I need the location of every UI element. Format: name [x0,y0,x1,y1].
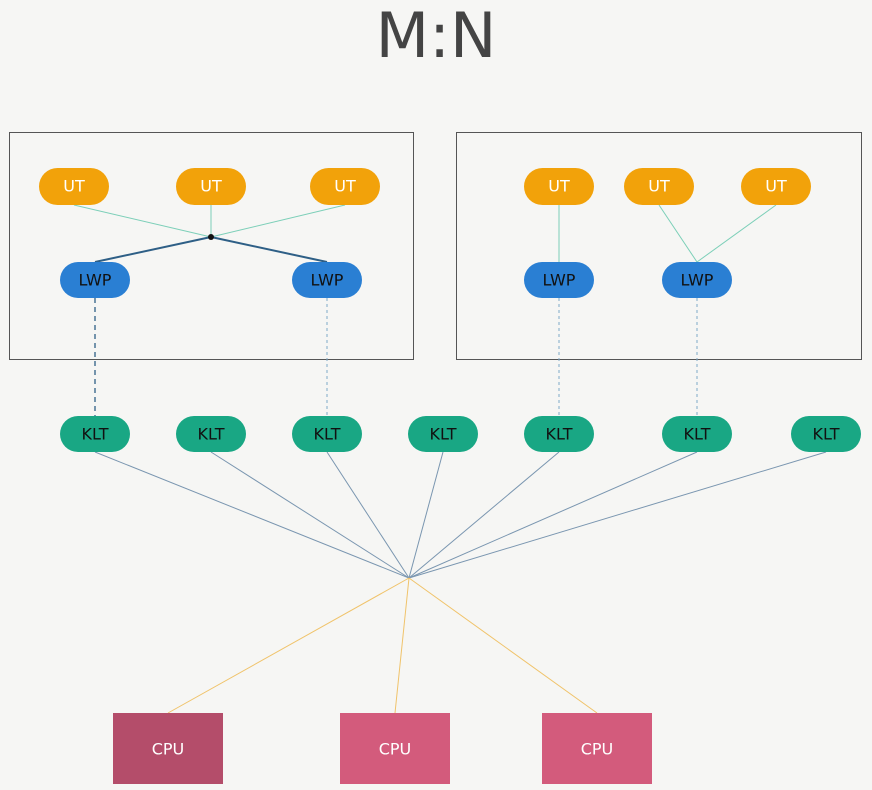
cpu-node: CPU [113,713,223,784]
cpu-label: CPU [152,740,185,759]
lwp-node: LWP [662,262,732,298]
lwp-label: LWP [311,271,344,290]
klt-node: KLT [292,416,362,452]
edge-klt3-hub [326,451,410,579]
klt-node: KLT [408,416,478,452]
edge-klt7-hub [408,451,827,579]
ut-label: UT [648,177,670,196]
cpu-label: CPU [581,740,614,759]
cpu-node: CPU [340,713,450,784]
ut-node: UT [39,168,109,205]
lwp-label: LWP [79,271,112,290]
ut-node: UT [624,168,694,205]
edge-ut6-lwp4 [696,204,777,263]
lwp-node: LWP [524,262,594,298]
ut-label: UT [334,177,356,196]
ut-node: UT [741,168,811,205]
edge-klt2-hub [210,451,410,579]
klt-node: KLT [60,416,130,452]
ut-label: UT [765,177,787,196]
klt-node: KLT [176,416,246,452]
edge-klt4-hub [408,451,444,579]
klt-node: KLT [791,416,861,452]
lwp-node: LWP [60,262,130,298]
edge-klt1-hub [94,451,410,579]
ut-node: UT [524,168,594,205]
klt-label: KLT [546,425,573,444]
klt-label: KLT [314,425,341,444]
edge-hub-cpu3 [408,577,598,714]
lwp-label: LWP [543,271,576,290]
klt-label: KLT [813,425,840,444]
cpu-label: CPU [379,740,412,759]
ut-label: UT [548,177,570,196]
ut-label: UT [200,177,222,196]
junction-dot [208,234,214,240]
ut-node: UT [310,168,380,205]
diagram-title: M:N [375,0,497,72]
lwp-label: LWP [681,271,714,290]
klt-node: KLT [662,416,732,452]
edge-hub-cpu1 [167,577,410,714]
edge-klt6-hub [408,451,698,579]
klt-label: KLT [82,425,109,444]
klt-node: KLT [524,416,594,452]
edges [73,204,827,714]
lwp-node: LWP [292,262,362,298]
ut-node: UT [176,168,246,205]
edge-junction-lwp1 [94,236,212,263]
edge-ut1-junction [73,204,212,238]
edge-hub-cpu2 [394,577,410,714]
process-box-left [9,132,414,360]
edge-ut3-junction [210,204,346,238]
ut-label: UT [63,177,85,196]
klt-label: KLT [684,425,711,444]
edge-klt5-hub [408,451,560,579]
klt-label: KLT [430,425,457,444]
edge-ut5-lwp4 [658,204,698,263]
process-box-right [456,132,862,360]
klt-label: KLT [198,425,225,444]
cpu-node: CPU [542,713,652,784]
edge-junction-lwp2 [210,236,328,263]
